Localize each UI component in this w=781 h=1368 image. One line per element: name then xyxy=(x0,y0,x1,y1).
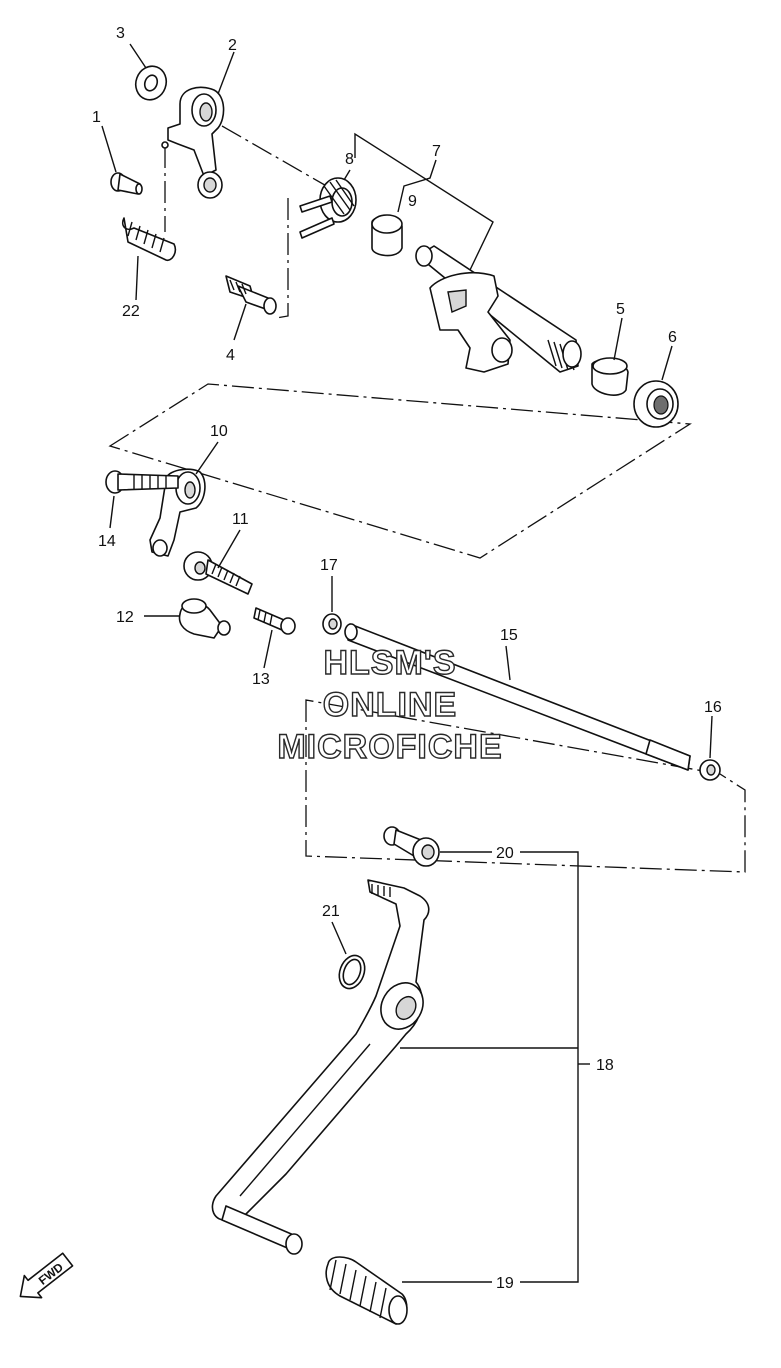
oil-seal-6 xyxy=(633,380,679,428)
leader-lines xyxy=(101,43,713,1283)
part-number-1: 1 xyxy=(92,109,101,126)
bolt-14 xyxy=(105,470,179,494)
shift-arm-2 xyxy=(161,86,225,199)
boot-12 xyxy=(178,598,231,639)
part-number-13: 13 xyxy=(252,671,270,688)
watermark-line-3: MICROFICHE xyxy=(277,728,502,766)
pedal-rubber-19 xyxy=(325,1256,408,1325)
part-number-3: 3 xyxy=(116,25,125,42)
part-number-5: 5 xyxy=(616,301,625,318)
part-number-16: 16 xyxy=(704,699,722,716)
part-number-21: 21 xyxy=(322,903,340,920)
part-number-17: 17 xyxy=(320,557,338,574)
part-number-10: 10 xyxy=(210,423,228,440)
part-number-20: 20 xyxy=(496,845,514,862)
torsion-spring-8 xyxy=(299,177,357,239)
forward-arrow-icon: FWD xyxy=(19,1252,74,1299)
watermark-line-1: HLSM'S xyxy=(323,644,456,682)
bushing-9 xyxy=(371,214,403,257)
spring-guide-line xyxy=(275,198,289,319)
nut-17 xyxy=(322,613,342,635)
lever-assembly-outline xyxy=(221,125,331,189)
washer-3 xyxy=(134,65,168,101)
shift-rod-assembly-outline xyxy=(305,699,746,873)
part-number-6: 6 xyxy=(668,329,677,346)
part-number-8: 8 xyxy=(345,151,354,168)
shift-shaft-assembly-outline xyxy=(108,383,692,559)
o-ring-21 xyxy=(338,954,366,990)
spring-22 xyxy=(121,217,177,262)
shift-shaft-7 xyxy=(415,245,582,373)
pivot-bolt-20 xyxy=(383,826,440,867)
part-number-15: 15 xyxy=(500,627,518,644)
part-number-4: 4 xyxy=(226,347,235,364)
pin-1 xyxy=(110,172,143,195)
bolt-13 xyxy=(253,607,296,635)
nut-16 xyxy=(699,759,721,781)
lever-10 xyxy=(149,468,206,557)
part-number-19: 19 xyxy=(496,1275,514,1292)
part-number-7: 7 xyxy=(432,143,441,160)
part-number-22: 22 xyxy=(122,303,140,320)
watermark-line-2: ONLINE xyxy=(323,686,457,724)
shift-pedal-18 xyxy=(211,879,430,1255)
part-number-14: 14 xyxy=(98,533,116,550)
shaft-group-bracket xyxy=(354,132,494,271)
bolt-4 xyxy=(225,275,277,315)
collar-5 xyxy=(591,357,629,396)
part-number-12: 12 xyxy=(116,609,134,626)
shift-rod-15 xyxy=(344,623,691,771)
rod-end-11 xyxy=(183,551,253,595)
part-number-9: 9 xyxy=(408,193,417,210)
part-number-11: 11 xyxy=(232,511,249,528)
part-number-2: 2 xyxy=(228,37,237,54)
part-number-18: 18 xyxy=(596,1057,614,1074)
